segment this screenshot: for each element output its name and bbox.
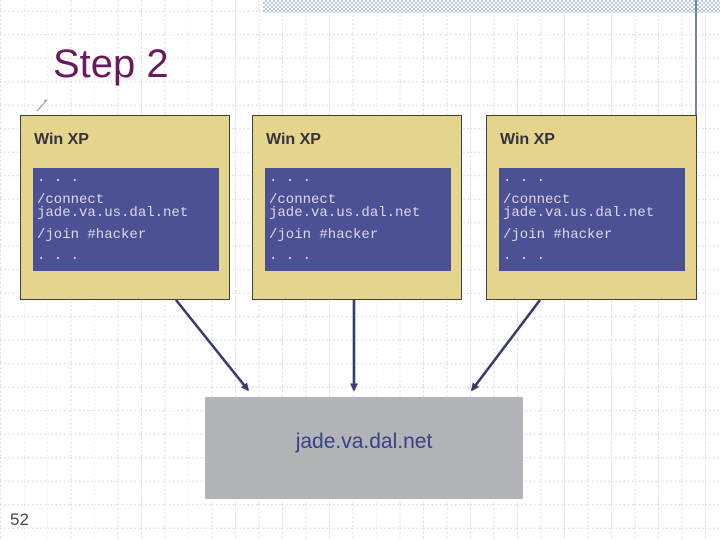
terminal-line: /connect <box>503 191 571 208</box>
client-box-1: Win XP . . . /connect jade.va.us.dal.net… <box>20 115 230 300</box>
client-os-label: Win XP <box>34 131 89 148</box>
server-label: jade.va.dal.net <box>295 430 433 453</box>
terminal-line: jade.va.us.dal.net <box>269 205 421 221</box>
terminal-line: /join #hacker <box>37 226 147 243</box>
server-box: jade.va.dal.net <box>205 397 523 499</box>
terminal-line: . . . <box>37 170 80 186</box>
terminal-line: . . . <box>503 248 546 264</box>
page-number: 52 <box>10 510 29 529</box>
terminal-line: jade.va.us.dal.net <box>503 205 655 221</box>
terminal-line: . . . <box>37 248 80 264</box>
terminal-line: jade.va.us.dal.net <box>37 205 189 221</box>
client-terminal: . . . /connect jade.va.us.dal.net /join … <box>499 168 685 271</box>
client-box-3: Win XP . . . /connect jade.va.us.dal.net… <box>486 115 697 300</box>
client-terminal: . . . /connect jade.va.us.dal.net /join … <box>265 168 451 271</box>
pencil-mark-icon <box>36 99 48 112</box>
terminal-line: . . . <box>269 170 312 186</box>
terminal-line: . . . <box>503 170 546 186</box>
slide-title: Step 2 <box>53 42 169 86</box>
terminal-line: /join #hacker <box>269 226 379 243</box>
terminal-line: /connect <box>37 191 105 208</box>
terminal-line: /join #hacker <box>503 226 613 243</box>
client-box-2: Win XP . . . /connect jade.va.us.dal.net… <box>252 115 462 300</box>
terminal-line: /connect <box>269 191 337 208</box>
client-os-label: Win XP <box>500 131 555 148</box>
decorative-top-band <box>263 0 720 13</box>
client-os-label: Win XP <box>266 131 321 148</box>
terminal-line: . . . <box>269 248 312 264</box>
client-terminal: . . . /connect jade.va.us.dal.net /join … <box>33 168 219 271</box>
